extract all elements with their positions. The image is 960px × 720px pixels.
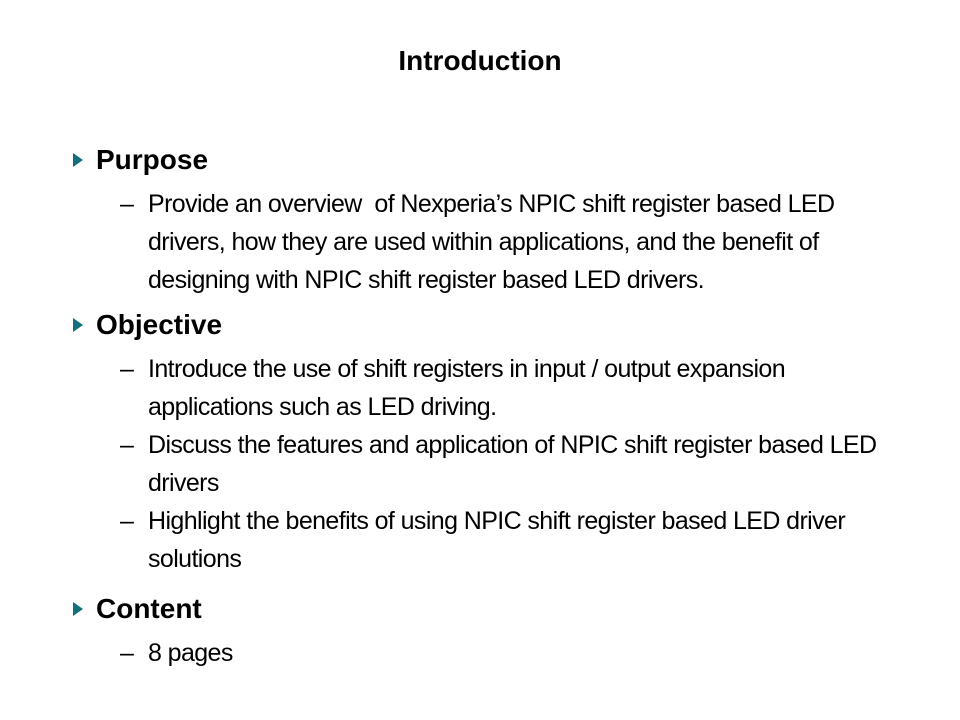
slide-content: Purpose–Provide an overview of Nexperia’… — [0, 143, 960, 672]
triangle-right-icon — [73, 318, 83, 332]
section-items: –8 pages — [0, 634, 960, 672]
triangle-right-icon — [73, 153, 83, 167]
list-item-text: Provide an overview of Nexperia’s NPIC s… — [148, 190, 835, 294]
dash-bullet: – — [120, 190, 134, 218]
list-item-text: 8 pages — [148, 639, 233, 667]
list-item-text: Discuss the features and application of … — [148, 431, 877, 497]
section-heading: Content — [0, 592, 960, 626]
list-item: –Highlight the benefits of using NPIC sh… — [120, 502, 960, 578]
section-items: –Provide an overview of Nexperia’s NPIC … — [0, 185, 960, 299]
dash-bullet: – — [120, 431, 134, 459]
section-items: –Introduce the use of shift registers in… — [0, 350, 960, 578]
triangle-right-icon — [73, 602, 83, 616]
dash-bullet: – — [120, 355, 134, 383]
section-heading-label: Purpose — [96, 144, 209, 175]
list-item: –8 pages — [120, 634, 960, 672]
dash-bullet: – — [120, 507, 134, 535]
list-item: –Provide an overview of Nexperia’s NPIC … — [120, 185, 960, 299]
list-item: –Discuss the features and application of… — [120, 426, 960, 502]
list-item: –Introduce the use of shift registers in… — [120, 350, 960, 426]
list-item-text: Introduce the use of shift registers in … — [148, 355, 786, 421]
dash-bullet: – — [120, 639, 134, 667]
section-heading-label: Objective — [96, 309, 223, 340]
section-purpose: Purpose –Provide an overview of Nexperia’… — [0, 143, 960, 299]
section-heading-label: Content — [96, 593, 202, 624]
section-content: Content –8 pages — [0, 592, 960, 672]
section-heading: Objective — [0, 308, 960, 342]
list-item-text: Highlight the benefits of using NPIC shi… — [148, 507, 846, 573]
page-title: Introduction — [398, 45, 562, 76]
section-objective: Objective–Introduce the use of shift reg… — [0, 308, 960, 578]
section-heading: Purpose — [0, 143, 960, 177]
